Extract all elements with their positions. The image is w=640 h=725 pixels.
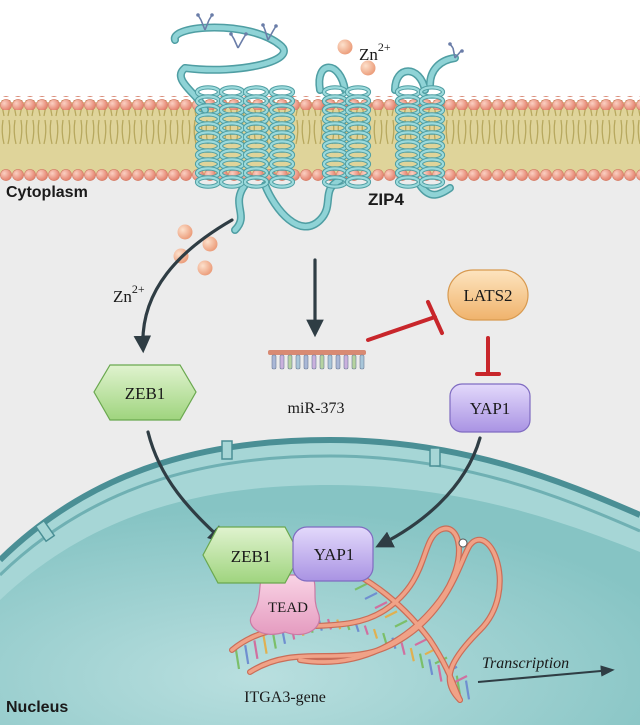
dna-base-pair	[354, 582, 368, 591]
mir373-base	[327, 354, 333, 370]
lats2-label: LATS2	[463, 286, 512, 305]
dna-base-pair	[400, 642, 406, 656]
zinc-ions-extracellular	[337, 39, 376, 76]
zn-top-base: Zn	[359, 45, 378, 64]
dna-base-pair	[363, 625, 369, 636]
activation-arrows	[133, 218, 482, 548]
zip4-helix	[418, 85, 446, 189]
nucleus-label: Nucleus	[6, 699, 68, 716]
zip4-protein	[171, 13, 464, 234]
dna-base-pair	[244, 644, 250, 665]
mir373-base	[295, 354, 301, 370]
arrow-zeb1-to-nucleus	[146, 430, 226, 544]
mir373-base	[287, 354, 293, 370]
zip4-helix	[242, 85, 270, 189]
dna-base-pair	[364, 591, 378, 600]
dna-base-pair	[454, 675, 468, 683]
mir373-label: miR-373	[288, 400, 345, 417]
itga3-dna	[229, 525, 503, 703]
dna-base-pair	[437, 664, 443, 682]
inhibit-bar-lats2	[426, 300, 444, 335]
dna-base-pair	[382, 632, 388, 644]
zn-left-sup: 2+	[132, 282, 145, 296]
zeb1-node: ZEB1	[93, 364, 197, 421]
zip4-label: ZIP4	[368, 190, 404, 209]
transcription-label: Transcription	[482, 655, 569, 672]
dna-base-pair	[418, 653, 425, 669]
tead-node: TEAD	[249, 574, 321, 636]
arrow-zn-to-zeb1	[133, 218, 234, 354]
mir373-base	[335, 354, 341, 370]
zip4-helix	[268, 85, 296, 189]
mir373-base	[311, 354, 317, 370]
mir373-base	[359, 354, 365, 370]
dna-base-pair	[253, 640, 259, 660]
arrow-yap1-to-nucleus	[375, 436, 482, 548]
dna-base-pair	[374, 601, 388, 610]
yap1-node: YAP1	[449, 383, 531, 433]
zip4-helix	[344, 85, 372, 189]
cell-membrane	[0, 96, 640, 181]
dna-base-pair	[394, 619, 408, 628]
yap1-label: YAP1	[470, 399, 511, 418]
zeb1-nuclear-label: ZEB1	[231, 547, 272, 566]
dna-base-pair	[428, 659, 434, 676]
dna-base-pair	[234, 649, 241, 670]
yap1-nuclear-label: YAP1	[314, 545, 355, 564]
dna-base-pair	[409, 647, 415, 662]
tead-label: TEAD	[268, 600, 308, 616]
zn-top-sup: 2+	[378, 40, 391, 54]
mir373-base	[351, 354, 357, 370]
mir373-base	[303, 354, 309, 370]
transcription-arrow	[477, 665, 615, 683]
zeb1-nuclear-node: ZEB1	[202, 526, 301, 584]
mir373-base	[343, 354, 349, 370]
dna-base-pair	[262, 635, 268, 654]
inhibition-lines	[366, 300, 501, 376]
mir373-rna	[268, 350, 366, 370]
mir373-base	[279, 354, 285, 370]
dna-base-pair	[384, 610, 398, 619]
zip4-helix	[218, 85, 246, 189]
dna-base-pair	[414, 638, 428, 647]
dna-base-pair	[464, 680, 471, 700]
zn-left-base: Zn	[113, 287, 132, 306]
mir373-base	[319, 354, 325, 370]
zn-top-label: Zn2+	[359, 40, 391, 64]
zeb1-label: ZEB1	[125, 384, 166, 403]
yap1-nuclear-node: YAP1	[292, 526, 374, 582]
nucleus	[0, 436, 640, 725]
cytoplasm-label: Cytoplasm	[6, 184, 88, 201]
zn-left-label: Zn2+	[113, 282, 145, 306]
inhibit-mir373-lats2	[366, 315, 437, 342]
itga3-gene-label: ITGA3-gene	[244, 689, 326, 706]
mir373-base	[271, 354, 277, 370]
lats2-node: LATS2	[447, 269, 529, 321]
dna-base-pair	[372, 628, 379, 639]
